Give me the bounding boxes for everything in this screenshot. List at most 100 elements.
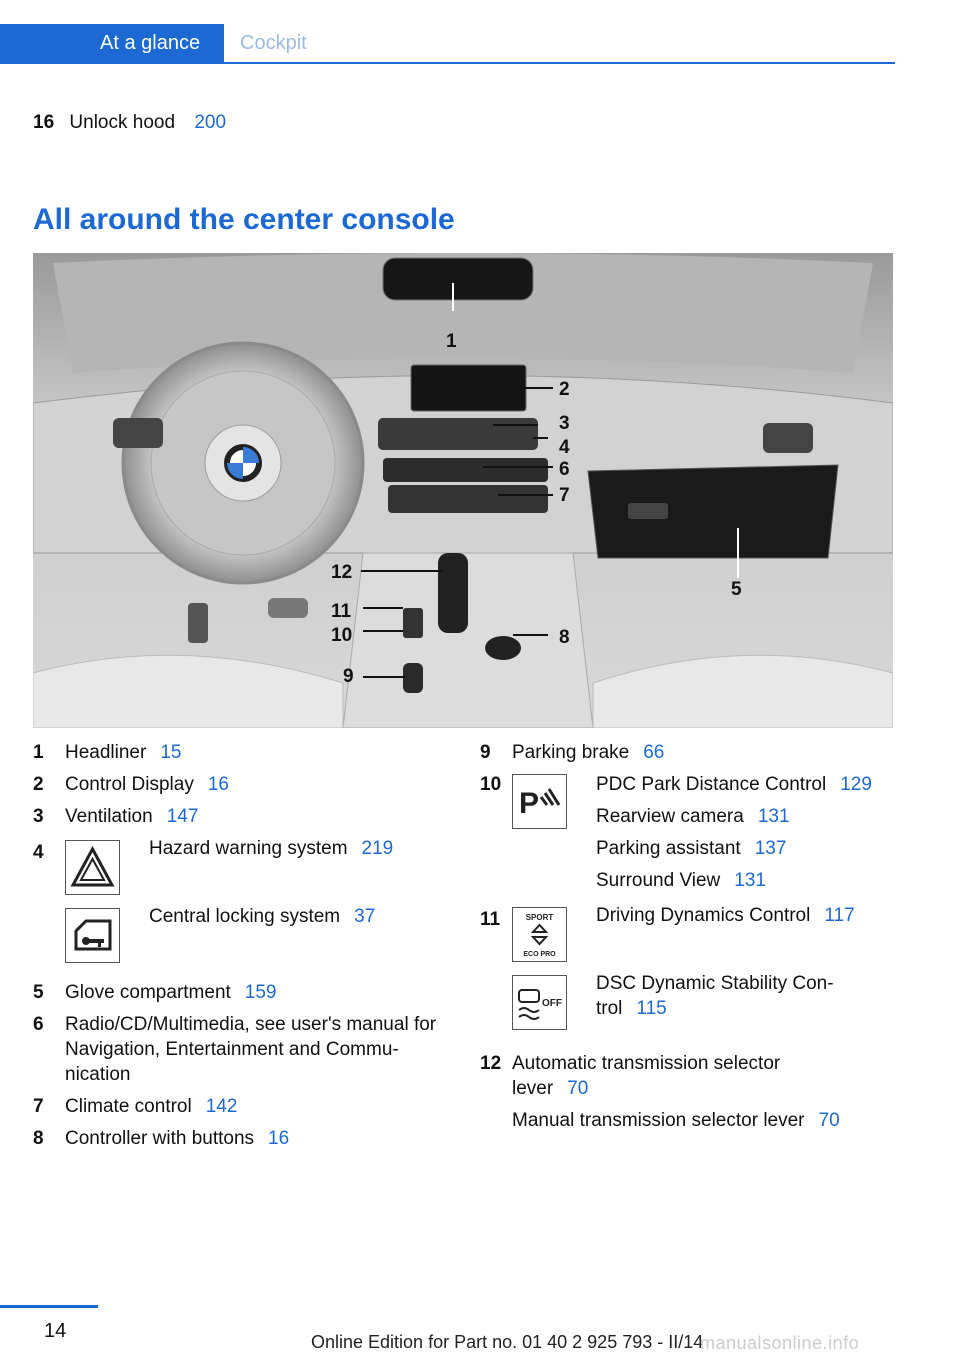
item-label: Driving Dynamics Control (596, 905, 811, 926)
page-link[interactable]: 159 (244, 982, 277, 1003)
list-item: 7 Climate control 142 (33, 1094, 453, 1119)
item-number: 4 (33, 842, 44, 863)
item-label: Surround View (596, 870, 721, 891)
item-number: 2 (33, 774, 44, 795)
list-item: 5 Glove compartment 159 (33, 980, 453, 1005)
page-link[interactable]: 200 (194, 112, 227, 133)
hazard-warning-icon (65, 840, 120, 895)
icon-row: Central locking system 37 (65, 904, 453, 980)
page-link[interactable]: 37 (354, 906, 376, 927)
sport-eco-pro-icon: SPORT ECO PRO (512, 907, 567, 962)
page-link[interactable]: 16 (268, 1128, 290, 1149)
item-label: Glove compartment (65, 982, 231, 1003)
item-number: 6 (33, 1014, 44, 1035)
page-link[interactable]: 117 (824, 905, 855, 926)
tab-cockpit[interactable]: Cockpit (240, 32, 307, 54)
page-number: 14 (44, 1320, 67, 1342)
page-link[interactable]: 131 (757, 806, 790, 827)
callout-4: 4 (559, 437, 570, 458)
header-bar: At a glance Cockpit (0, 24, 895, 64)
item-label: PDC Park Distance Control (596, 774, 827, 795)
sport-icon-text: SPORT (526, 913, 554, 922)
item-number: 5 (33, 982, 44, 1003)
callout-1: 1 (446, 331, 457, 352)
legend-left-column: 1 Headliner 15 2 Control Display 16 3 Vent… (33, 740, 453, 1158)
callout-9: 9 (343, 666, 354, 687)
item-label: Rearview camera (596, 806, 744, 827)
list-item: 2 Control Display 16 (33, 772, 453, 797)
callout-11: 11 (331, 601, 352, 622)
page-link[interactable]: 115 (636, 998, 667, 1019)
item-label: DSC Dynamic Stability Con‐trol (596, 973, 834, 1019)
list-item-unlock-hood: 16 Unlock hood 200 (33, 112, 226, 134)
icon-row: Hazard warning system 219 (65, 836, 453, 904)
callout-12: 12 (331, 562, 352, 583)
edition-note: Online Edition for Part no. 01 40 2 925 … (311, 1332, 704, 1352)
item-label: Controller with buttons (65, 1128, 255, 1149)
list-item: 12 Automatic transmission selector lever… (480, 1051, 900, 1133)
item-number: 9 (480, 742, 491, 763)
callout-10: 10 (331, 625, 352, 646)
callout-6: 6 (559, 459, 570, 480)
page-link[interactable]: 15 (160, 742, 182, 763)
list-item: 9 Parking brake 66 (480, 740, 900, 765)
item-label: Unlock hood (69, 112, 176, 133)
item-number: 1 (33, 742, 44, 763)
item-number: 11 (480, 909, 501, 930)
page-link[interactable]: 129 (840, 774, 872, 795)
page-link[interactable]: 70 (818, 1110, 840, 1131)
list-item: 11 SPORT ECO PRO Driving Dynamics Contro… (480, 903, 900, 1051)
item-label: Central locking system (149, 906, 341, 927)
item-number: 8 (33, 1128, 44, 1149)
callout-8: 8 (559, 627, 570, 648)
item-number: 12 (480, 1053, 502, 1074)
footer-rule (0, 1305, 98, 1308)
svg-text:P: P (519, 787, 539, 820)
page-link[interactable]: 219 (361, 838, 394, 859)
page-link[interactable]: 66 (643, 742, 665, 763)
dsc-off-icon: OFF (512, 975, 567, 1030)
tab-at-a-glance[interactable]: At a glance (0, 24, 224, 62)
page-link[interactable]: 142 (205, 1096, 238, 1117)
item-number: 3 (33, 806, 44, 827)
page-link[interactable]: 147 (166, 806, 199, 827)
page-link[interactable]: 70 (567, 1078, 589, 1099)
tab-at-a-glance-label: At a glance (100, 32, 201, 54)
section-title: All around the center console (33, 203, 455, 236)
center-console-illustration: 1 2 3 4 6 7 5 12 11 10 8 9 (33, 253, 893, 728)
off-icon-text: OFF (542, 998, 562, 1009)
item-label: Radio/CD/Multimedia, see user's manual f… (65, 1014, 437, 1085)
item-number: 7 (33, 1096, 44, 1117)
watermark: manualsonline.info (700, 1333, 860, 1353)
item-label: Manual transmission selector lever (512, 1110, 805, 1131)
item-label: Headliner (65, 742, 147, 763)
callout-2: 2 (559, 379, 570, 400)
item-label: Control Display (65, 774, 194, 795)
callout-5: 5 (731, 579, 742, 600)
page-link[interactable]: 16 (207, 774, 229, 795)
item-number: 10 (480, 774, 502, 795)
item-label: Parking assistant (596, 838, 741, 859)
item-label: Hazard warning system (149, 838, 348, 859)
item-label: Climate control (65, 1096, 192, 1117)
item-label: Ventilation (65, 806, 153, 827)
eco-pro-icon-text: ECO PRO (523, 951, 556, 958)
item-number: 16 (33, 112, 55, 133)
pdc-icon: P (512, 774, 567, 829)
list-item: 4 Hazard warning system 219 Central locki… (33, 836, 453, 980)
list-item: 1 Headliner 15 (33, 740, 453, 765)
item-label: Parking brake (512, 742, 630, 763)
item-label: Automatic transmission selector lever (512, 1053, 781, 1099)
list-item: 6 Radio/CD/Multimedia, see user's manual… (33, 1012, 453, 1087)
legend-right-column: 9 Parking brake 66 10 P PDC Park Distance… (480, 740, 900, 1140)
list-item: 10 P PDC Park Distance Control 129 Rearvi… (480, 772, 900, 893)
page-link[interactable]: 137 (754, 838, 787, 859)
callout-3: 3 (559, 413, 570, 434)
list-item: 3 Ventilation 147 (33, 804, 453, 829)
icon-row: SPORT ECO PRO Driving Dynamics Control 11… (512, 903, 900, 971)
door-key-icon (65, 908, 120, 963)
callout-7: 7 (559, 485, 570, 506)
page-link[interactable]: 131 (734, 870, 766, 891)
list-item: 8 Controller with buttons 16 (33, 1126, 453, 1151)
